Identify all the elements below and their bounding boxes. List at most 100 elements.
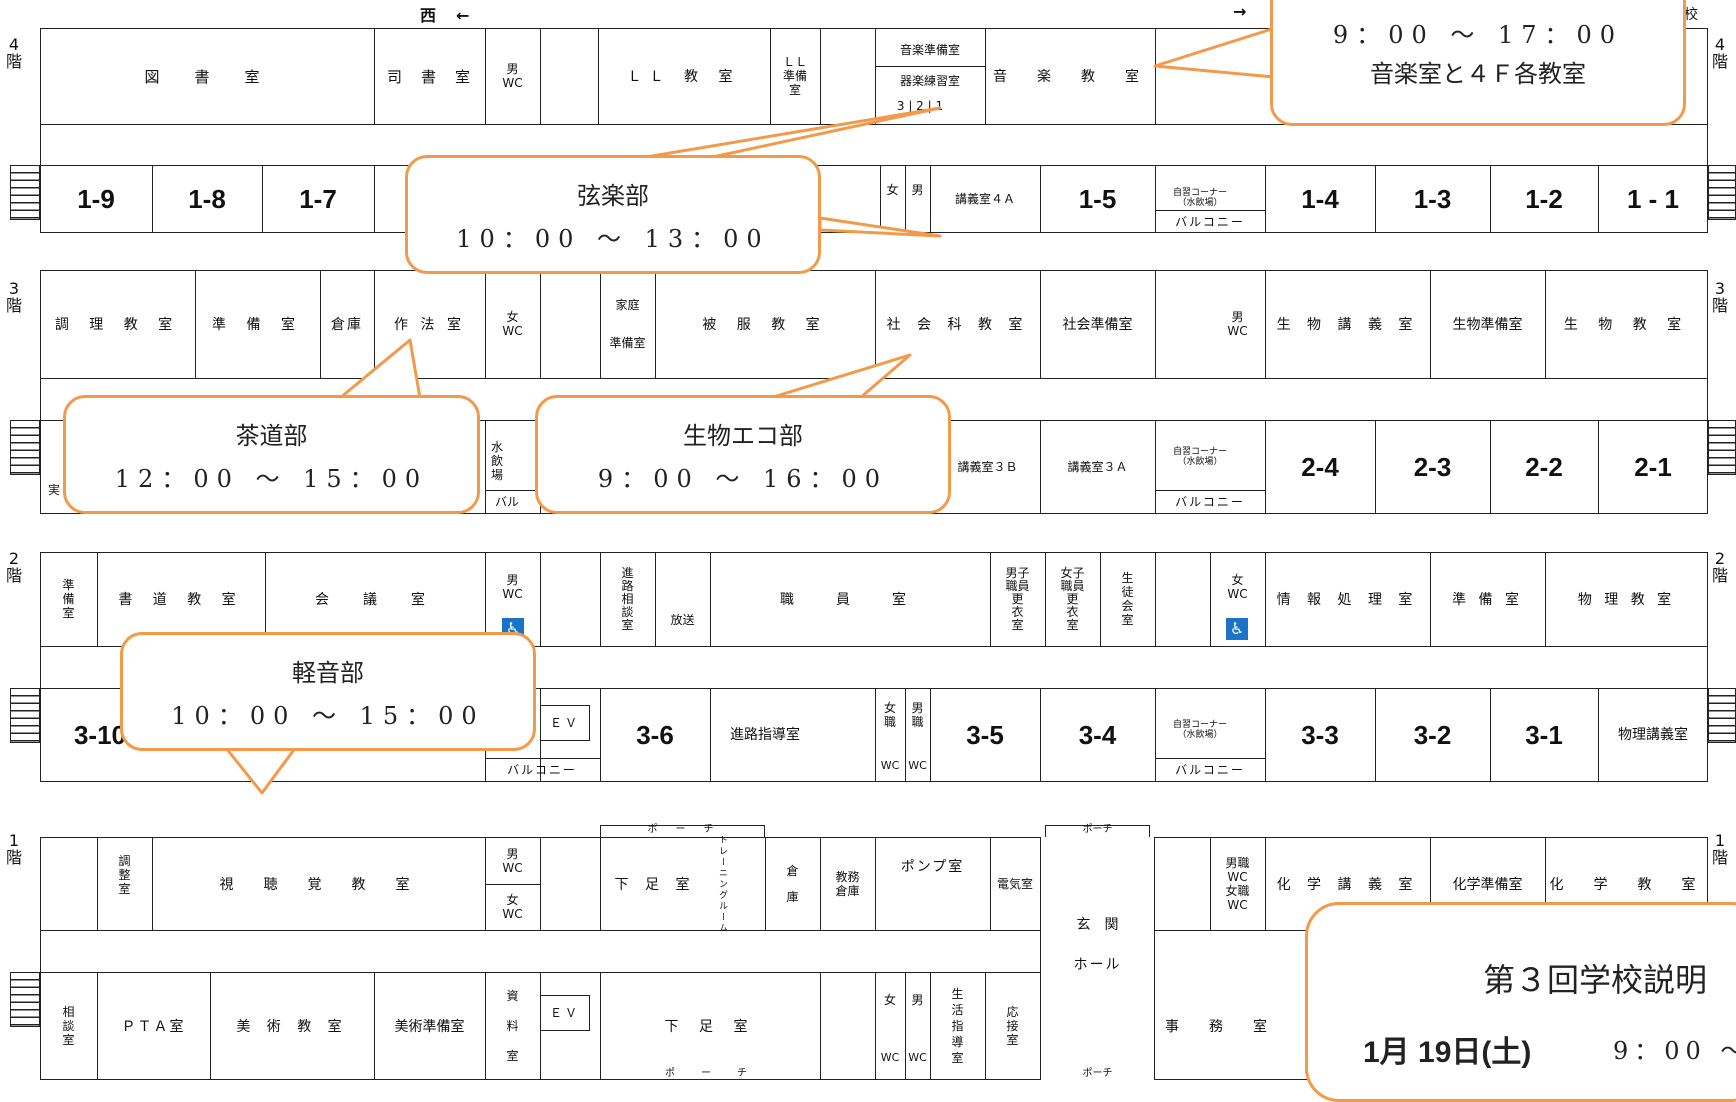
porch-label-south: ポ ー チ <box>665 1068 755 1079</box>
room-physics: 物 理 教 室 <box>1577 592 1676 608</box>
classroom-1-4: 1-4 <box>1301 183 1339 214</box>
room-av: 視 聴 覚 教 室 <box>219 876 418 893</box>
elevator-label: ＥＶ <box>549 716 580 730</box>
room-student-council: 生 徒 会 室 <box>1121 571 1134 627</box>
room-cooking: 調 理 教 室 <box>54 317 181 333</box>
wc-label: WC <box>880 759 900 772</box>
callout-music-time: 9：00 〜 17：00 <box>1332 21 1624 49</box>
room-pta: ＰＴＡ室 <box>121 1019 186 1035</box>
balcony: バルコニー <box>1175 763 1245 777</box>
stairs-icon <box>10 688 40 743</box>
water-fountain: 水 飲 場 <box>490 440 503 482</box>
notice-date: 1月 19日(土) <box>1363 1036 1532 1069</box>
porch-label-right: ポーチ <box>1082 824 1113 835</box>
classroom-2-2: 2-2 <box>1525 451 1563 482</box>
room-info: 情 報 処 理 室 <box>1276 592 1419 608</box>
room-affairs-storage: 教務 倉庫 <box>835 869 860 898</box>
room-training: トレーニングルーム <box>717 834 727 934</box>
entrance-hall <box>1040 837 1155 1080</box>
room-library: 図 書 室 <box>144 67 270 86</box>
room-consult: 相 談 室 <box>62 1005 75 1047</box>
notice-panel: 第３回学校説明 1月 19日(土) 9：00 〜 <box>1305 902 1736 1102</box>
room-chem-lecture: 化 学 講 義 室 <box>1276 876 1419 893</box>
floor-1-label: 1 階 <box>6 831 23 867</box>
tail-tea <box>338 338 422 400</box>
callout-music: 9：00 〜 17：00 音楽室と４Ｆ各教室 <box>1270 0 1686 126</box>
room-lecture-4a: 講義室４Ａ <box>954 192 1015 206</box>
floor-1-label-right: 1 階 <box>1712 831 1729 867</box>
callout-strings-time: 10：00 〜 13：00 <box>456 225 770 253</box>
classroom-1-8: 1-8 <box>188 183 226 214</box>
room-pump: ポンプ室 <box>900 859 965 875</box>
stairs-icon <box>10 972 40 1027</box>
classroom-3-1: 3-1 <box>1525 719 1563 750</box>
classroom-2-1: 2-1 <box>1634 451 1672 482</box>
room-reception: 応 接 室 <box>1006 1005 1019 1047</box>
classroom-1-3: 1-3 <box>1413 183 1452 214</box>
hall-label: ホール <box>1073 957 1122 973</box>
classroom-2-3: 2-3 <box>1413 451 1452 482</box>
room-life-guidance: 生 活 指 導 室 <box>951 987 964 1065</box>
staff-wc: 男職 WC 女職 WC <box>1225 855 1250 912</box>
room-female-change: 女子 職員 更 衣 室 <box>1060 565 1085 632</box>
room-office: 事 務 室 <box>1165 1019 1275 1035</box>
tail-bio <box>768 353 912 400</box>
balcony: バルコニー <box>1175 215 1245 229</box>
room-prep: 準 備 室 <box>62 578 75 620</box>
notice-time: 9：00 〜 <box>1613 1037 1736 1065</box>
room-shoes: 下 足 室 <box>614 876 696 893</box>
room-practice: 器楽練習室 <box>899 74 960 88</box>
room-ll: ＬＬ 教 室 <box>627 69 741 85</box>
elevator-label: ＥＶ <box>549 1006 580 1020</box>
room-art-prep: 美術準備室 <box>394 1019 465 1035</box>
entrance-label: 玄 関 <box>1076 917 1119 933</box>
room-career-guidance: 進路指導室 <box>730 727 800 743</box>
room-lecture-3a: 講義室３Ａ <box>1067 460 1128 474</box>
room-storage: 倉 庫 <box>786 863 799 904</box>
room-librarian: 司 書 室 <box>386 67 472 86</box>
balcony-west: バルコニー <box>507 763 577 777</box>
classroom-3-2: 3-2 <box>1413 719 1452 750</box>
callout-bio-club: 生物エコ部 <box>683 422 803 450</box>
room-adjust: 調 整 室 <box>118 853 131 896</box>
room-storage: 倉庫 <box>331 317 363 333</box>
floor-2-label-right: 2 階 <box>1712 549 1729 585</box>
elevator <box>540 705 590 741</box>
room-male-change: 男子 職員 更 衣 室 <box>1005 565 1030 632</box>
stairs-icon <box>1708 688 1736 743</box>
classroom-3-5: 3-5 <box>966 719 1004 750</box>
wc-male-label: 男 <box>911 993 924 1007</box>
classroom-3-6: 3-6 <box>636 719 674 750</box>
room-music-prep: 音楽準備室 <box>899 43 960 57</box>
floor-4-label-right: 4 階 <box>1712 35 1729 71</box>
study-corner: 自習コーナー （水飲場） <box>1172 720 1227 740</box>
floor-3-label-right: 3 階 <box>1712 279 1729 315</box>
staff-wc-female: 女 職 <box>883 701 896 729</box>
floor-2-label: 2 階 <box>6 549 23 585</box>
stairs-icon <box>10 165 40 220</box>
room-bio: 生 物 教 室 <box>1563 317 1690 333</box>
callout-lightmusic: 軽音部 10：00 〜 15：00 <box>120 632 536 751</box>
callout-bio: 生物エコ部 9：00 〜 16：00 <box>535 395 951 514</box>
room-lab: 実 <box>47 483 60 497</box>
room-chem: 化 学 教 室 <box>1549 876 1704 893</box>
floor-3-label: 3 階 <box>6 279 23 315</box>
classroom-1-1: 1 - 1 <box>1626 183 1680 214</box>
room-bio-lecture: 生 物 講 義 室 <box>1276 317 1419 333</box>
classroom-3-10: 3-10 <box>73 719 127 750</box>
wheelchair-icon: ♿ <box>1226 618 1248 640</box>
room-art: 美 術 教 室 <box>236 1019 348 1035</box>
classroom-2-4: 2-4 <box>1301 451 1339 482</box>
classroom-1-5: 1-5 <box>1078 183 1117 214</box>
callout-tea: 茶道部 12：00 〜 15：00 <box>63 395 480 514</box>
porch-label: ポ ー チ <box>647 824 718 835</box>
direction-west: 西 ← <box>420 6 472 25</box>
callout-strings: 弦楽部 10：00 〜 13：00 <box>405 155 821 274</box>
elevator <box>540 995 590 1031</box>
callout-music-place: 音楽室と４Ｆ各教室 <box>1370 60 1586 88</box>
room-clothing: 被 服 教 室 <box>702 317 828 333</box>
room-chem-prep: 化学準備室 <box>1452 876 1523 893</box>
room-calligraphy: 書 道 教 室 <box>118 592 244 608</box>
wc-male-label: 男 <box>911 183 924 197</box>
wc-male: 男 WC <box>502 62 523 90</box>
